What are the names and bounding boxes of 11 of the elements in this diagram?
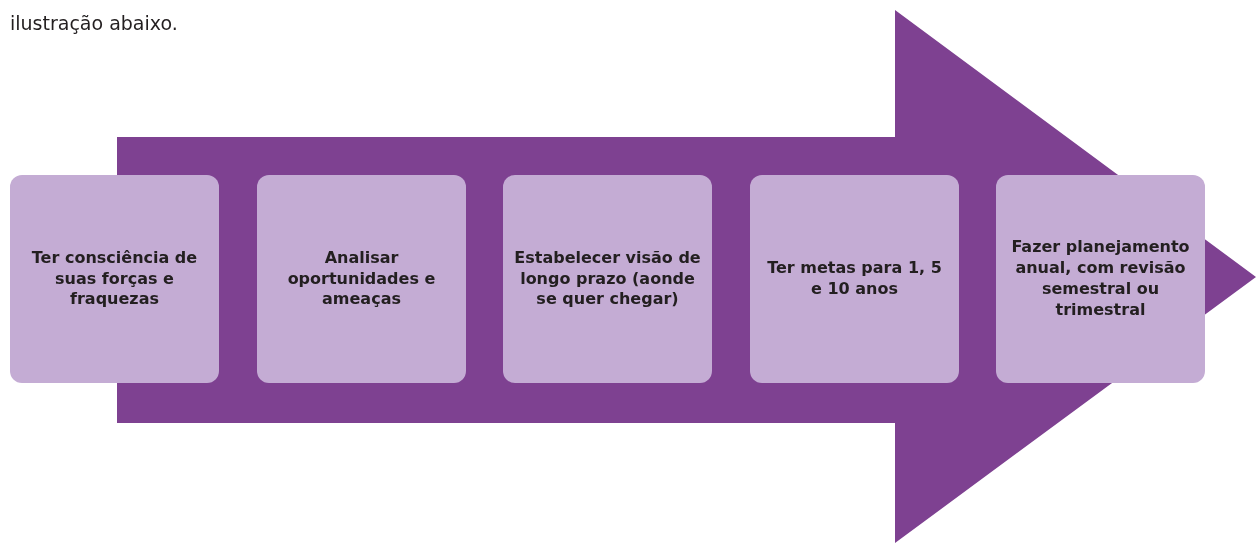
step-box xyxy=(750,175,959,383)
step-text: Ter consciência de suas forças e fraquezas xyxy=(30,247,199,311)
step-box xyxy=(257,175,466,383)
step-box xyxy=(10,175,219,383)
step-text: Analisar oportunidades e ameaças xyxy=(286,247,437,311)
step-text: Fazer planejamento anual, com revisão semestral ou trimestral xyxy=(1010,237,1191,321)
step-text: Ter metas para 1, 5 e 10 anos xyxy=(766,258,943,300)
step-text: Estabelecer visão de longo prazo (aonde se quer chegar) xyxy=(513,247,702,311)
step-box xyxy=(996,175,1205,383)
step-box xyxy=(503,175,712,383)
intro-text: ilustração abaixo. xyxy=(10,12,178,34)
